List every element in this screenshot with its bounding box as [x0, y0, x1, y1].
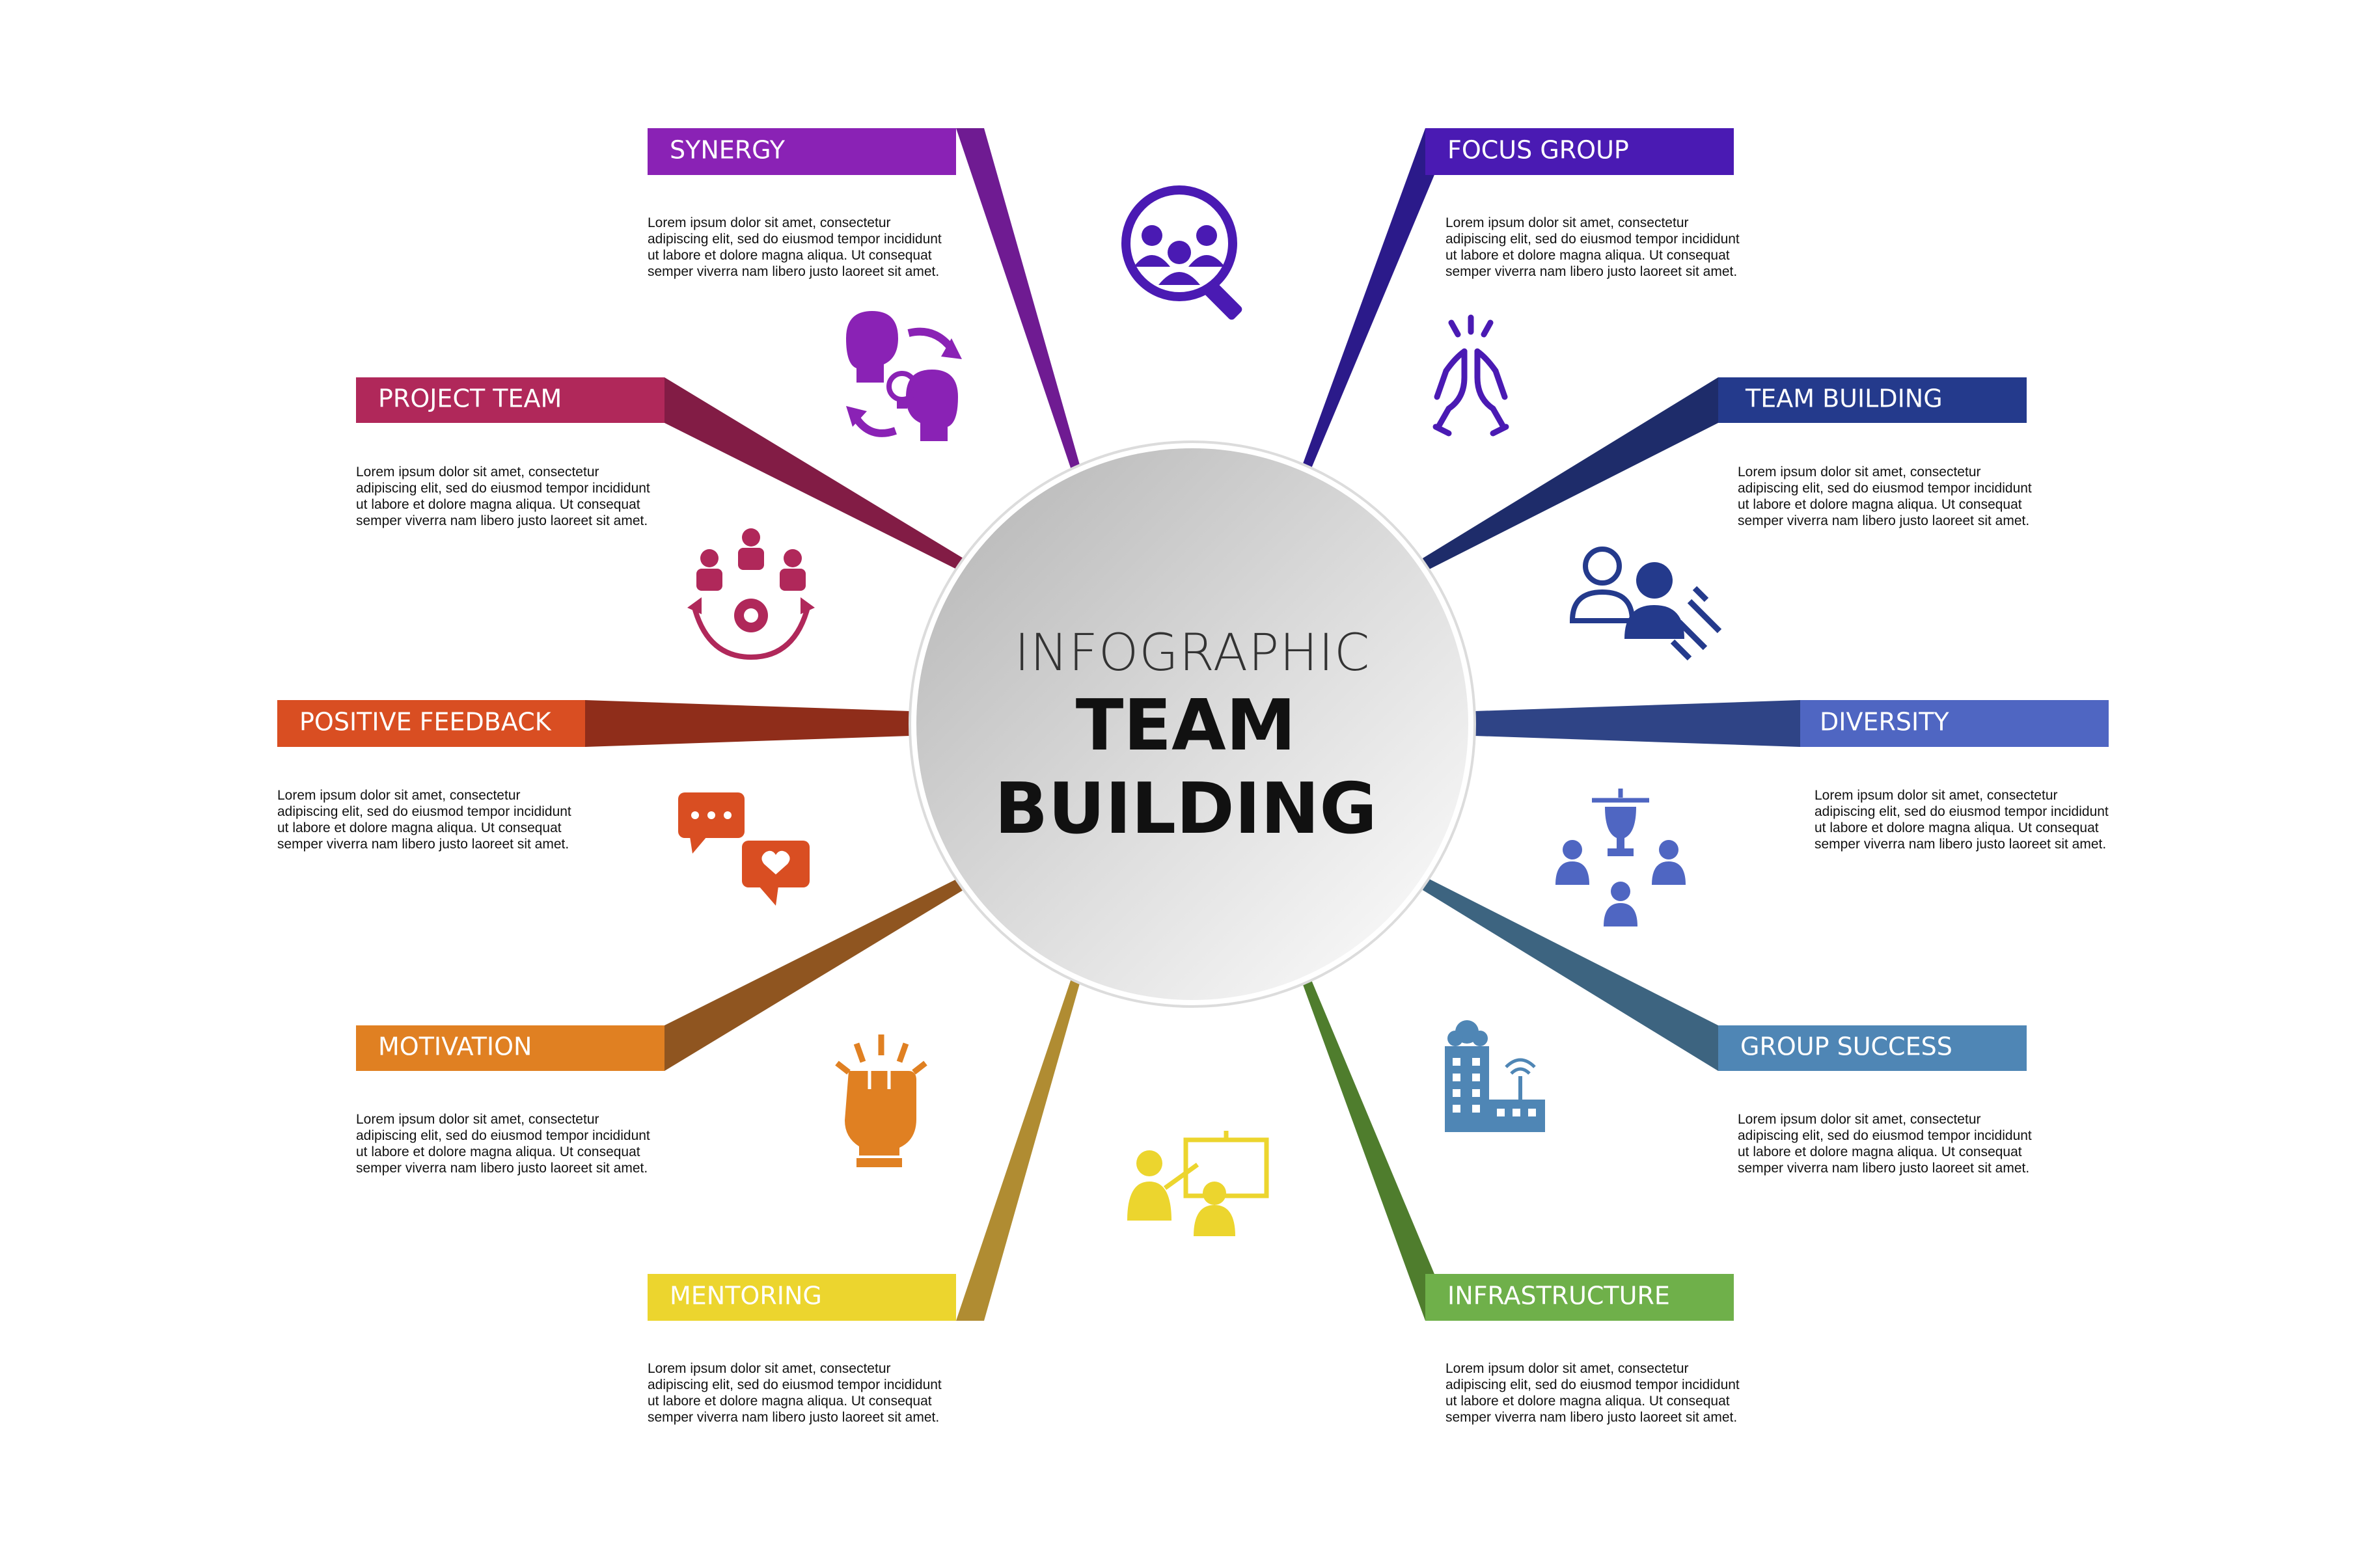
building-icon: [1445, 1020, 1545, 1132]
label-text-group-success: GROUP SUCCESS: [1740, 1033, 1952, 1061]
spoke-team-building: [1423, 377, 1718, 570]
label-positive-feedback: POSITIVE FEEDBACK: [277, 700, 585, 747]
description-group-success: Lorem ipsum dolor sit amet, consectetur …: [1738, 1112, 2032, 1176]
label-text-project-team: PROJECT TEAM: [378, 385, 562, 413]
spoke-group-success: [1423, 878, 1718, 1071]
group-search-icon: [1121, 185, 1242, 320]
spoke-mentoring: [956, 979, 1080, 1321]
label-bar-motivation: [356, 1025, 664, 1071]
label-infrastructure: INFRASTRUCTURE: [1425, 1274, 1734, 1321]
spoke-infrastructure: [1302, 979, 1454, 1321]
description-mentoring: Lorem ipsum dolor sit amet, consectetur …: [648, 1361, 942, 1425]
description-synergy: Lorem ipsum dolor sit amet, consectetur …: [648, 215, 942, 279]
presentation-icon: [1127, 1131, 1269, 1236]
label-bar-diversity: [1800, 700, 2109, 747]
label-text-focus-group: FOCUS GROUP: [1447, 136, 1629, 165]
label-team-building: TEAM BUILDING: [1718, 377, 2027, 423]
label-text-positive-feedback: POSITIVE FEEDBACK: [299, 708, 552, 737]
label-group-success: GROUP SUCCESS: [1718, 1025, 2027, 1071]
label-motivation: MOTIVATION: [356, 1025, 664, 1071]
label-bar-group-success: [1718, 1025, 2027, 1071]
spoke-focus-group: [1302, 128, 1454, 470]
spoke-diversity: [1475, 700, 1800, 747]
center-title-building: BUILDING: [994, 768, 1377, 850]
center-title-team: TEAM: [1076, 685, 1296, 766]
raised-fist-icon: [835, 1034, 927, 1167]
spokes: [585, 128, 1800, 1321]
label-mentoring: MENTORING: [648, 1274, 956, 1321]
description-infrastructure: Lorem ipsum dolor sit amet, consectetur …: [1445, 1361, 1740, 1425]
team-process-icon: [687, 528, 815, 660]
label-bar-project-team: [356, 377, 664, 423]
spoke-positive-feedback: [585, 700, 910, 747]
description-team-building: Lorem ipsum dolor sit amet, consectetur …: [1738, 465, 2032, 528]
spoke-project-team: [664, 377, 963, 570]
label-bar-team-building: [1718, 377, 2027, 423]
description-diversity: Lorem ipsum dolor sit amet, consectetur …: [1814, 788, 2109, 852]
label-diversity: DIVERSITY: [1800, 700, 2109, 747]
label-synergy: SYNERGY: [648, 128, 956, 175]
spoke-motivation: [664, 878, 963, 1071]
label-text-infrastructure: INFRASTRUCTURE: [1447, 1282, 1670, 1310]
description-focus-group: Lorem ipsum dolor sit amet, consectetur …: [1445, 215, 1740, 279]
label-bar-synergy: [648, 128, 956, 175]
brainstorm-icon: [846, 311, 962, 441]
label-bar-focus-group: [1425, 128, 1734, 175]
label-project-team: PROJECT TEAM: [356, 377, 664, 423]
description-project-team: Lorem ipsum dolor sit amet, consectetur …: [356, 465, 650, 528]
label-text-diversity: DIVERSITY: [1820, 708, 1949, 737]
spoke-synergy: [956, 128, 1080, 470]
high-five-icon: [1432, 314, 1509, 437]
trophy-team-icon: [1555, 789, 1686, 926]
chat-bubbles-icon: [678, 792, 810, 906]
center-title-infographic: INFOGRAPHIC: [1015, 624, 1371, 683]
description-motivation: Lorem ipsum dolor sit amet, consectetur …: [356, 1112, 650, 1176]
label-text-motivation: MOTIVATION: [378, 1033, 532, 1061]
label-text-mentoring: MENTORING: [670, 1282, 822, 1310]
label-text-synergy: SYNERGY: [670, 136, 786, 165]
label-focus-group: FOCUS GROUP: [1425, 128, 1734, 175]
diverse-people-icon: [1569, 547, 1722, 661]
label-bar-infrastructure: [1425, 1274, 1734, 1321]
label-bar-mentoring: [648, 1274, 956, 1321]
label-bar-positive-feedback: [277, 700, 585, 747]
label-text-team-building: TEAM BUILDING: [1745, 385, 1943, 413]
description-positive-feedback: Lorem ipsum dolor sit amet, consectetur …: [277, 788, 571, 852]
center-circle: [916, 448, 1468, 1000]
